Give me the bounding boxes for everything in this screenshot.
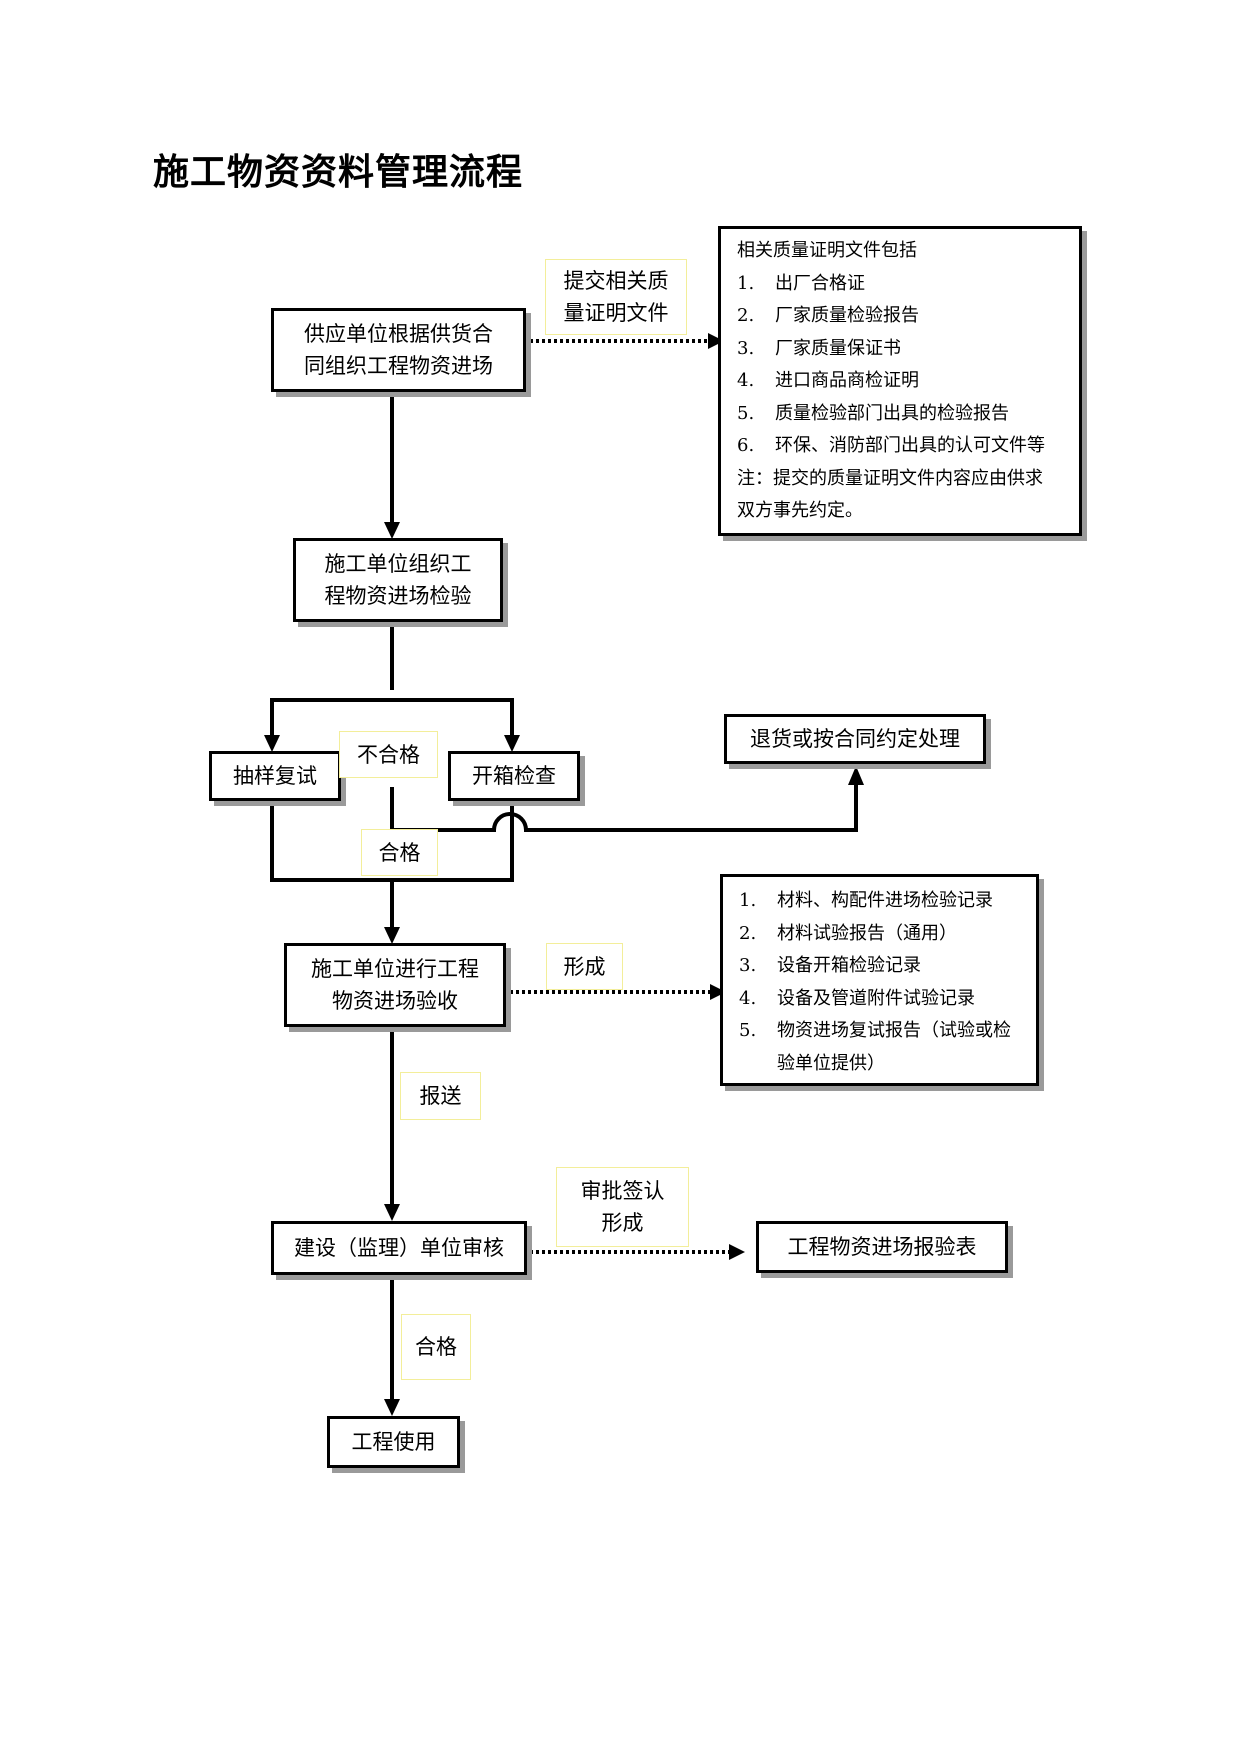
quality-docs-note: 双方事先约定。	[737, 500, 863, 521]
label-text: 不合格	[357, 742, 420, 767]
box-text: 开箱检查	[472, 764, 556, 788]
label-approve-form: 审批签认形成	[556, 1167, 689, 1247]
supplier-delivery-box: 供应单位根据供货合同组织工程物资进场	[271, 308, 526, 392]
list-text: 设备开箱检验记录	[777, 955, 921, 976]
list-item: 1. 材料、构配件进场检验记录	[739, 885, 1022, 918]
list-item: 5. 物资进场复试报告（试验或检	[739, 1015, 1022, 1048]
list-num: 2.	[739, 922, 757, 944]
arrowhead	[384, 1204, 400, 1221]
list-item: 1. 出厂合格证	[737, 268, 1065, 301]
supervision-review-box: 建设（监理）单位审核	[271, 1221, 527, 1275]
arrowhead	[264, 735, 280, 752]
arrowhead	[848, 766, 864, 785]
label-submit-docs: 提交相关质量证明文件	[545, 259, 687, 335]
report-form-box: 工程物资进场报验表	[756, 1221, 1008, 1273]
list-item-continuation: 验单位提供）	[777, 1052, 885, 1074]
box-line: 供应单位根据供货合	[304, 322, 493, 346]
arrowhead	[384, 522, 400, 539]
label-line: 提交相关质	[563, 269, 669, 293]
list-num: 4.	[739, 987, 757, 1009]
list-item: 4. 设备及管道附件试验记录	[739, 983, 1022, 1016]
list-num: 6.	[737, 435, 755, 456]
site-acceptance-box: 施工单位进行工程物资进场验收	[284, 943, 506, 1027]
list-text: 质量检验部门出具的检验报告	[775, 402, 1009, 424]
list-item: 4. 进口商品商检证明	[737, 365, 1065, 398]
box-line: 施工单位进行工程	[311, 957, 479, 981]
box-line: 程物资进场检验	[324, 584, 472, 608]
list-num: 1.	[739, 890, 757, 911]
list-text: 设备及管道附件试验记录	[777, 987, 975, 1009]
list-text: 物资进场复试报告（试验或检	[777, 1020, 1011, 1041]
label-text: 报送	[419, 1084, 462, 1108]
list-item: 5. 质量检验部门出具的检验报告	[737, 398, 1065, 431]
list-item: 3. 厂家质量保证书	[737, 333, 1065, 366]
label-line: 审批签认	[580, 1179, 665, 1203]
arrowhead	[504, 735, 520, 752]
list-item: 6. 环保、消防部门出具的认可文件等	[737, 430, 1065, 463]
list-num: 5.	[739, 1020, 757, 1041]
label-send: 报送	[400, 1072, 481, 1120]
quality-docs-box: 相关质量证明文件包括 1.出厂合格证 2.厂家质量检验报告 3.厂家质量保证书 …	[718, 226, 1082, 536]
unqualified-path	[390, 785, 858, 832]
list-text: 环保、消防部门出具的认可文件等	[775, 435, 1045, 456]
list-num: 4.	[737, 370, 755, 391]
list-item: 2. 材料试验报告（通用）	[739, 918, 1022, 951]
list-item: 3. 设备开箱检验记录	[739, 950, 1022, 983]
list-num: 5.	[737, 402, 755, 424]
label-text: 形成	[563, 954, 606, 979]
label-form: 形成	[546, 943, 623, 990]
list-text: 材料试验报告（通用）	[777, 922, 957, 944]
list-num: 1.	[737, 272, 755, 294]
label-text: 合格	[415, 1335, 457, 1359]
arrowhead	[729, 1244, 745, 1260]
box-text: 工程物资进场报验表	[787, 1235, 977, 1259]
box-text: 退货或按合同约定处理	[750, 727, 960, 751]
project-use-box: 工程使用	[327, 1416, 460, 1468]
unbox-inspection-box: 开箱检查	[448, 751, 580, 801]
list-text: 材料、构配件进场检验记录	[777, 890, 993, 911]
site-inspection-box: 施工单位组织工程物资进场检验	[293, 538, 503, 622]
sample-retest-box: 抽样复试	[209, 751, 341, 801]
quality-docs-heading: 相关质量证明文件包括	[737, 240, 917, 261]
label-text: 合格	[378, 840, 421, 865]
list-item: 2. 厂家质量检验报告	[737, 300, 1065, 333]
list-text: 出厂合格证	[775, 272, 865, 294]
label-unqualified: 不合格	[339, 731, 438, 778]
box-line: 物资进场验收	[332, 989, 458, 1013]
quality-docs-note: 注：提交的质量证明文件内容应由供求	[737, 467, 1043, 489]
box-text: 工程使用	[351, 1430, 436, 1454]
list-num: 3.	[737, 337, 755, 359]
arrowhead	[384, 1399, 400, 1416]
list-text: 进口商品商检证明	[775, 370, 919, 391]
list-text: 厂家质量保证书	[775, 337, 901, 359]
label-qualified-1: 合格	[361, 829, 438, 876]
box-line: 同组织工程物资进场	[304, 354, 493, 378]
box-line: 施工单位组织工	[324, 552, 472, 576]
arrowhead	[384, 927, 400, 944]
label-line: 形成	[601, 1211, 644, 1235]
box-text: 建设（监理）单位审核	[294, 1236, 504, 1260]
label-qualified-2: 合格	[401, 1314, 471, 1380]
page-title: 施工物资资料管理流程	[153, 152, 524, 193]
records-box: 1. 材料、构配件进场检验记录 2. 材料试验报告（通用） 3. 设备开箱检验记录 4…	[720, 874, 1039, 1086]
return-handling-box: 退货或按合同约定处理	[724, 714, 986, 764]
list-num: 2.	[737, 305, 755, 326]
label-line: 量证明文件	[563, 301, 669, 325]
arrowhead	[708, 333, 724, 349]
list-text: 厂家质量检验报告	[775, 305, 919, 326]
list-num: 3.	[739, 955, 757, 976]
box-text: 抽样复试	[233, 764, 317, 788]
arrowhead	[710, 984, 726, 1000]
